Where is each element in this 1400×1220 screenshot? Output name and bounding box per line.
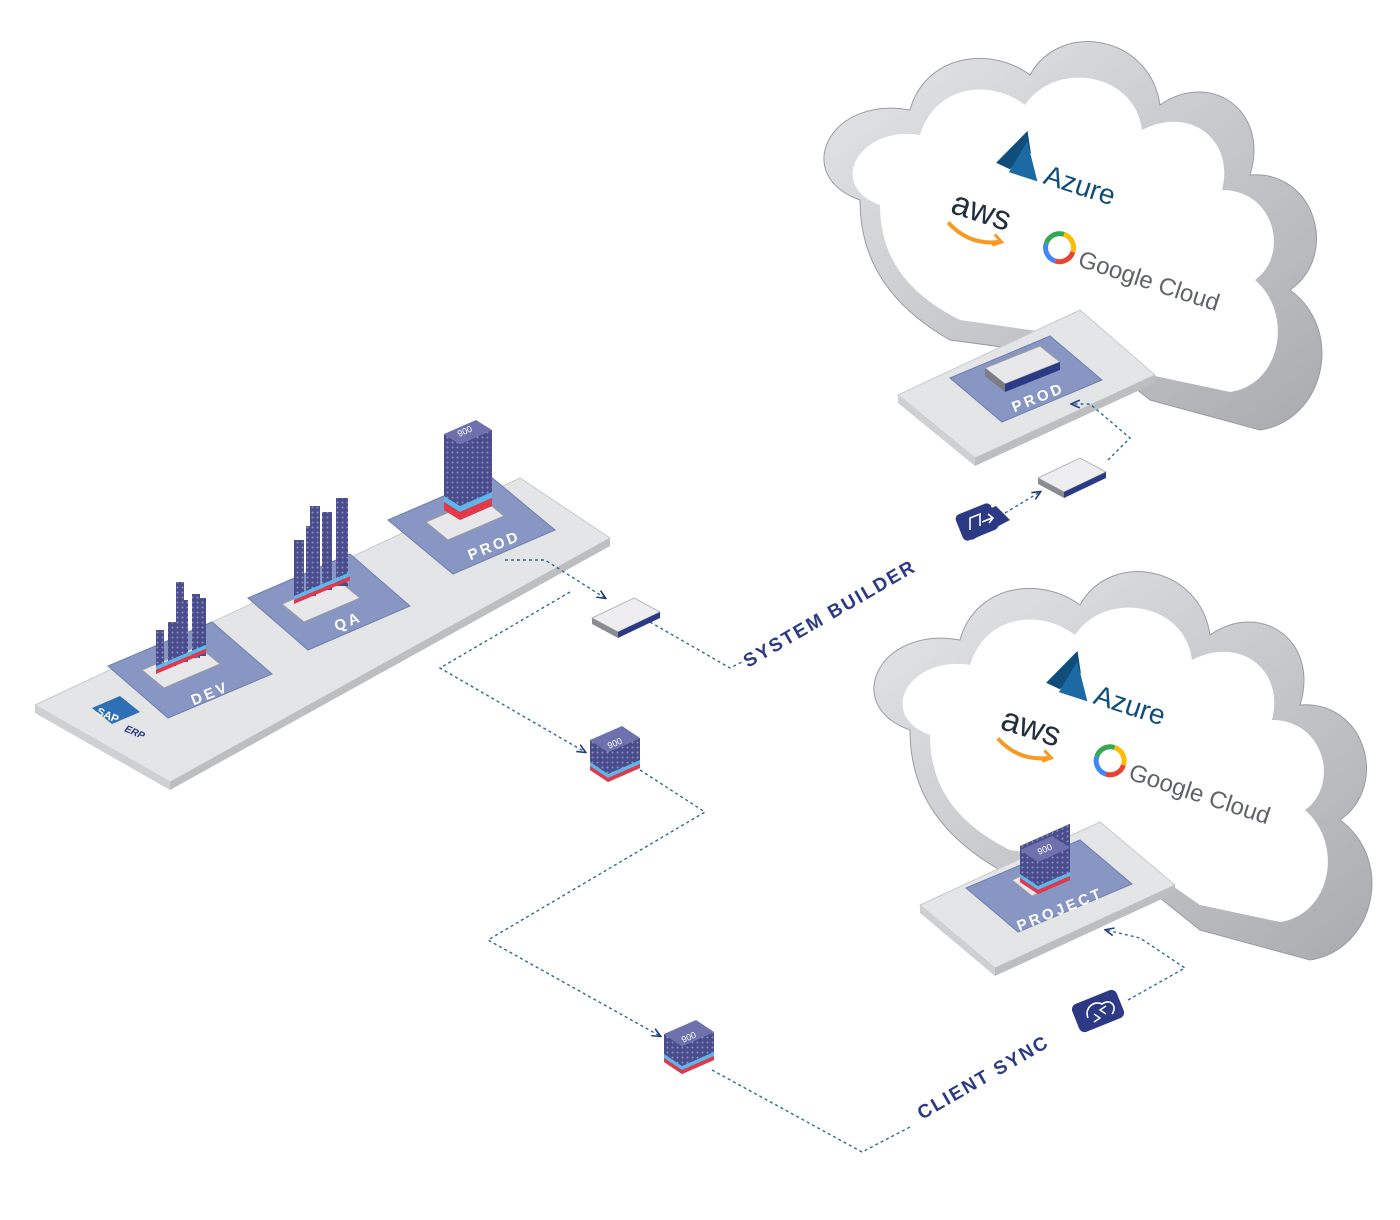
- client-900-package-a[interactable]: 900: [590, 726, 640, 782]
- cloud-1: [823, 41, 1323, 431]
- connector-client-b-to-client-sync: [711, 1069, 913, 1153]
- connector-client-sync-to-project: [1106, 930, 1187, 1001]
- flow-client-sync[interactable]: CLIENT SYNC: [914, 988, 1126, 1124]
- client-900-package-b[interactable]: 900: [664, 1020, 714, 1074]
- project-client-stack: 900: [1011, 823, 1070, 897]
- cloud-1-prod-pad[interactable]: PROD: [949, 335, 1103, 423]
- connector-prod-to-package: [505, 559, 605, 598]
- google-cloud-icon: [1043, 231, 1077, 265]
- cloud-1-platform: PROD: [897, 309, 1156, 466]
- transport-package-1[interactable]: [590, 597, 662, 638]
- dev-server-towers: [156, 582, 206, 674]
- prod-server-tower: 900: [444, 420, 492, 520]
- connector-system-builder-to-box: [1004, 492, 1040, 514]
- connector-prod-to-client-a: [438, 591, 585, 752]
- aws-smile-icon: [946, 221, 1002, 245]
- google-cloud-icon: [1093, 744, 1127, 778]
- env-pad-qa[interactable]: QA: [247, 498, 411, 651]
- connector-client-a-to-client-b: [486, 769, 707, 1036]
- connector-package-to-system-builder: [649, 621, 743, 669]
- connector-box-to-cloud-prod: [1072, 404, 1132, 461]
- env-pad-dev[interactable]: DEV: [107, 582, 273, 719]
- connectors: [438, 404, 1187, 1153]
- transport-package-2[interactable]: [1036, 457, 1108, 498]
- aws-smile-icon: [996, 737, 1051, 761]
- qa-server-towers: [294, 498, 350, 604]
- system-builder-icon[interactable]: [954, 502, 1010, 542]
- cloud-2-platform: 900 PROJECT: [919, 821, 1176, 976]
- client-sync-icon[interactable]: [1070, 988, 1126, 1034]
- sap-erp-platform: SAP ERP DEV: [33, 420, 611, 790]
- client-sync-label: CLIENT SYNC: [914, 1032, 1053, 1125]
